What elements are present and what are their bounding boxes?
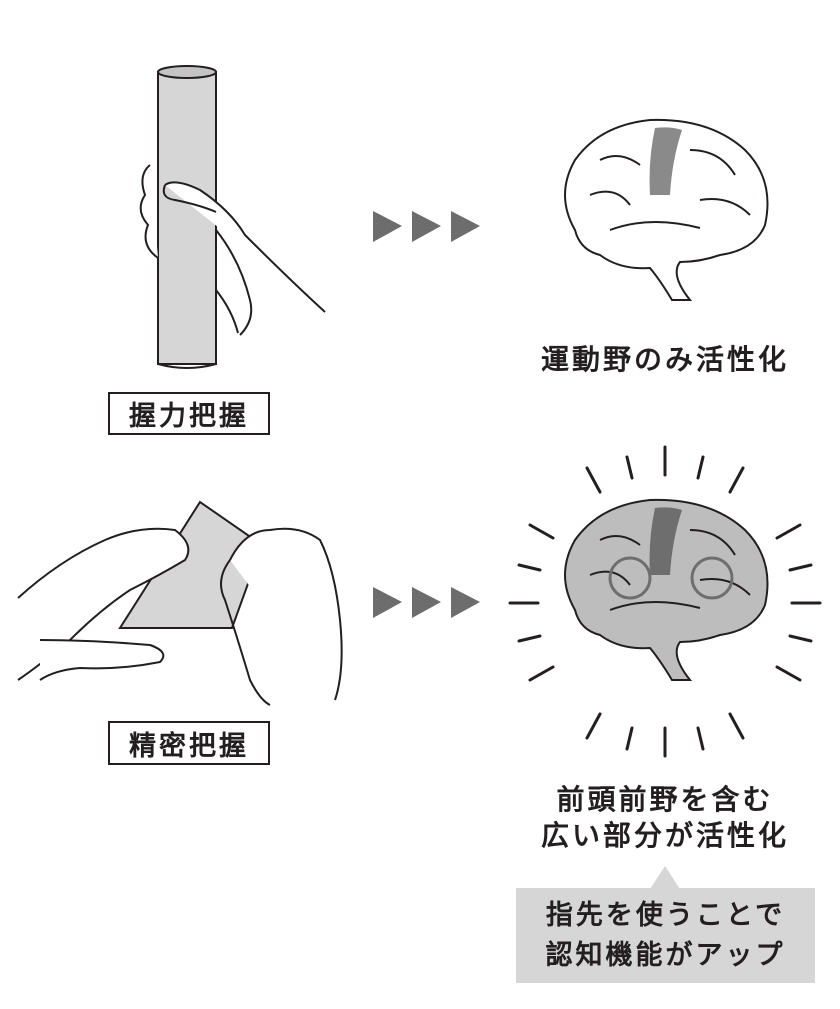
arrow-triangle bbox=[451, 587, 480, 618]
brain-wide-activation-illustration bbox=[564, 498, 769, 681]
prefrontal-caption-line2: 広い部分が活性化 bbox=[540, 819, 789, 852]
callout-line1: 指先を使うことで bbox=[545, 900, 786, 931]
callout-line2: 認知機能がアップ bbox=[545, 940, 786, 971]
brain-motor-cortex-illustration bbox=[564, 118, 769, 301]
arrow-triangle bbox=[451, 211, 480, 242]
arrow-triangle bbox=[412, 211, 441, 242]
precision-grip-label: 精密把握 bbox=[108, 721, 270, 765]
arrow-triangles-1 bbox=[373, 211, 480, 242]
motor-cortex-caption: 運動野のみ活性化 bbox=[540, 343, 789, 376]
callout-pointer bbox=[650, 866, 680, 889]
cylinder-grip-illustration bbox=[139, 65, 326, 369]
activation-rays bbox=[508, 445, 822, 758]
power-grip-label: 握力把握 bbox=[108, 392, 270, 435]
paper-folding-illustration bbox=[17, 500, 343, 706]
arrow-triangle bbox=[373, 587, 402, 618]
arrow-triangles-2 bbox=[373, 587, 480, 618]
arrow-triangle bbox=[373, 211, 402, 242]
arrow-triangle bbox=[412, 587, 441, 618]
prefrontal-caption-line1: 前頭前野を含む bbox=[556, 783, 774, 816]
cognitive-callout: 指先を使うことで 認知機能がアップ bbox=[516, 888, 815, 983]
